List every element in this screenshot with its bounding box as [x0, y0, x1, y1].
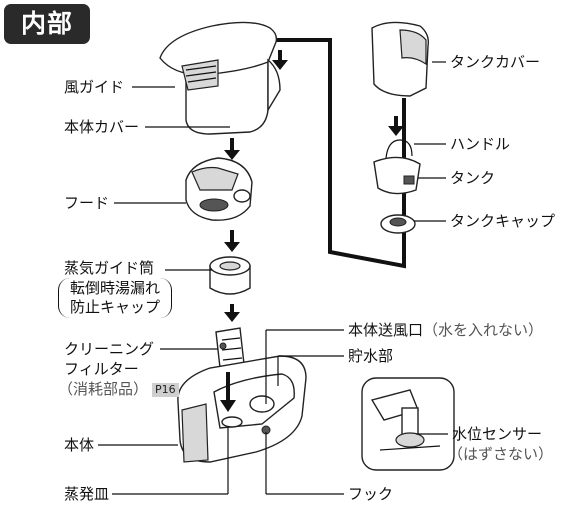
- air-outlet-note: （水を入れない）: [423, 321, 544, 339]
- label-wind-guide: 風ガイド: [64, 78, 125, 96]
- label-main-body: 本体: [64, 436, 95, 454]
- label-consumable: （消耗部品）P16: [58, 380, 179, 398]
- label-hood: フード: [64, 194, 110, 212]
- label-handle: ハンドル: [450, 135, 511, 153]
- label-tank: タンク: [450, 169, 496, 187]
- section-title: 内部: [4, 4, 90, 44]
- label-hook: フック: [348, 485, 394, 503]
- assembly-arrows: [220, 50, 404, 412]
- leader-lines: [98, 61, 448, 495]
- tank-part: [373, 139, 421, 195]
- label-cleaning-filter-line1: クリーニング: [64, 340, 155, 358]
- consumable-text: （消耗部品）: [58, 380, 149, 398]
- cleaning-filter-part: [215, 327, 245, 369]
- page-reference-badge: P16: [152, 383, 179, 397]
- main-body-part: [177, 355, 307, 463]
- label-steam-guide-tube: 蒸気ガイド筒: [64, 259, 155, 277]
- assembly-flow-line: [274, 38, 406, 269]
- label-tank-cap: タンクキャップ: [450, 212, 556, 230]
- label-evaporation-tray: 蒸発皿: [64, 485, 110, 503]
- label-body-cover: 本体カバー: [64, 118, 140, 136]
- label-anti-spill-cap-line1: 転倒時湯漏れ: [70, 279, 161, 297]
- body-cover-part: [159, 21, 281, 135]
- tank-cover-part: [371, 21, 430, 97]
- label-water-sensor-note: （はずさない）: [448, 445, 554, 463]
- label-tank-cover: タンクカバー: [450, 53, 541, 71]
- label-anti-spill-cap-line2: 防止キャップ: [70, 298, 161, 316]
- anti-spill-cap-bracket: [58, 278, 172, 318]
- steam-guide-tube-part: [209, 256, 251, 295]
- air-outlet-text: 本体送風口: [348, 321, 424, 339]
- tank-cap-part: [380, 214, 416, 234]
- label-air-outlet: 本体送風口（水を入れない）: [348, 321, 543, 339]
- label-water-sensor: 水位センサー: [452, 425, 543, 443]
- label-cleaning-filter-line2: フィルター: [64, 360, 139, 378]
- water-sensor-inset: [361, 377, 455, 471]
- label-reservoir: 貯水部: [348, 347, 394, 365]
- hood-part: [185, 157, 253, 221]
